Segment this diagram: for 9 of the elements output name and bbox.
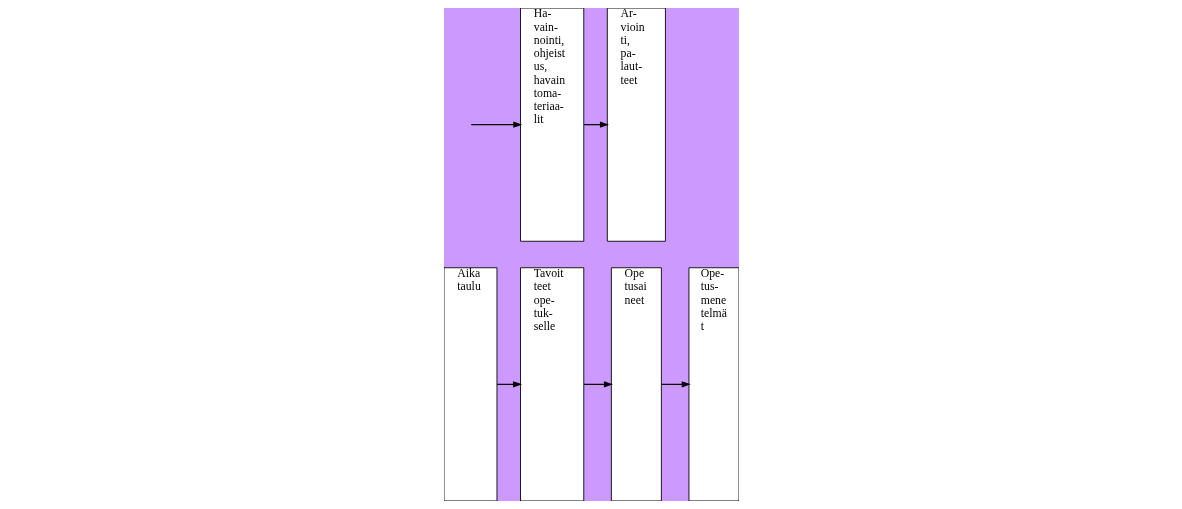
node-box: Ope tusai neet: [610, 267, 662, 501]
arrow: [582, 381, 613, 388]
node-box: Tavoit teet ope- tuk- selle: [519, 267, 584, 501]
node-box: Ha- vain- nointi, ohjeist us, havain toma- teriaa- lit: [519, 8, 584, 242]
arrow: [470, 121, 522, 128]
node-box: Ope- tus- mene telmä t: [688, 267, 739, 501]
arrow: [660, 381, 691, 388]
node-box: Aika taulu: [443, 267, 497, 501]
node-box: Ar- vioin ti, pa- laut- teet: [606, 8, 666, 242]
